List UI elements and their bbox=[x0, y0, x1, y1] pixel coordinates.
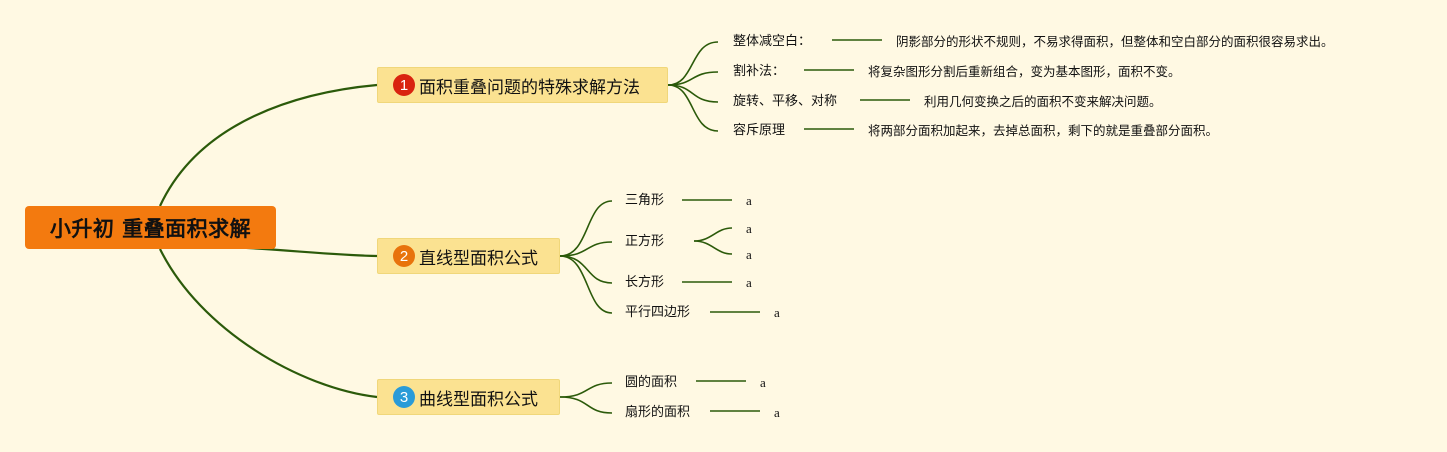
detail-cut-and-fill: 将复杂图形分割后重新组合，变为基本图形，面积不变。 bbox=[868, 64, 1181, 79]
branch-label-2: 直线型面积公式 bbox=[419, 248, 538, 269]
branch-node-2[interactable]: 2 直线型面积公式 bbox=[377, 238, 560, 274]
connector-line bbox=[667, 84, 719, 103]
leaf-rectangle[interactable]: 长方形 bbox=[625, 275, 665, 290]
leaf-sector-area[interactable]: 扇形的面积 bbox=[625, 405, 691, 420]
value-square-2: a bbox=[746, 247, 752, 262]
leaf-transform[interactable]: 旋转、平移、对称 bbox=[733, 94, 838, 109]
connector-line bbox=[159, 248, 378, 399]
value-rectangle: a bbox=[746, 275, 752, 290]
root-node[interactable]: 小升初 重叠面积求解 bbox=[25, 206, 276, 249]
connector-line bbox=[667, 84, 719, 132]
leaf-cut-and-fill[interactable]: 割补法： bbox=[733, 64, 786, 79]
connector-line bbox=[159, 83, 378, 207]
connector-line bbox=[667, 41, 719, 86]
branch-label-1: 面积重叠问题的特殊求解方法 bbox=[419, 77, 640, 98]
value-triangle: a bbox=[746, 193, 752, 208]
leaf-inclusion-exclusion[interactable]: 容斥原理 bbox=[733, 123, 786, 138]
leaf-parallelogram[interactable]: 平行四边形 bbox=[625, 305, 691, 320]
branch-node-1[interactable]: 1 面积重叠问题的特殊求解方法 bbox=[377, 67, 668, 103]
detail-whole-minus-blank: 阴影部分的形状不规则，不易求得面积，但整体和空白部分的面积很容易求出。 bbox=[896, 34, 1334, 49]
connector-line bbox=[559, 382, 613, 398]
connector-line bbox=[559, 255, 613, 314]
number-badge-1: 1 bbox=[393, 74, 415, 96]
connector-line bbox=[693, 227, 733, 242]
connector-line bbox=[559, 241, 613, 257]
connector-line bbox=[693, 240, 733, 255]
connector-line bbox=[559, 396, 613, 414]
value-circle-area: a bbox=[760, 375, 766, 390]
value-square-1: a bbox=[746, 221, 752, 236]
leaf-whole-minus-blank[interactable]: 整体减空白： bbox=[733, 34, 812, 49]
branch-node-3[interactable]: 3 曲线型面积公式 bbox=[377, 379, 560, 415]
value-sector-area: a bbox=[774, 405, 780, 420]
leaf-circle-area[interactable]: 圆的面积 bbox=[625, 375, 678, 390]
leaf-triangle[interactable]: 三角形 bbox=[625, 193, 665, 208]
number-badge-3: 3 bbox=[393, 386, 415, 408]
number-badge-2: 2 bbox=[393, 245, 415, 267]
detail-inclusion-exclusion: 将两部分面积加起来，去掉总面积，剩下的就是重叠部分面积。 bbox=[868, 123, 1219, 138]
leaf-square[interactable]: 正方形 bbox=[625, 234, 665, 249]
connector-line bbox=[559, 200, 613, 257]
branch-label-3: 曲线型面积公式 bbox=[419, 389, 538, 410]
value-parallelogram: a bbox=[774, 305, 780, 320]
connector-line bbox=[559, 255, 613, 284]
detail-transform: 利用几何变换之后的面积不变来解决问题。 bbox=[924, 94, 1162, 109]
